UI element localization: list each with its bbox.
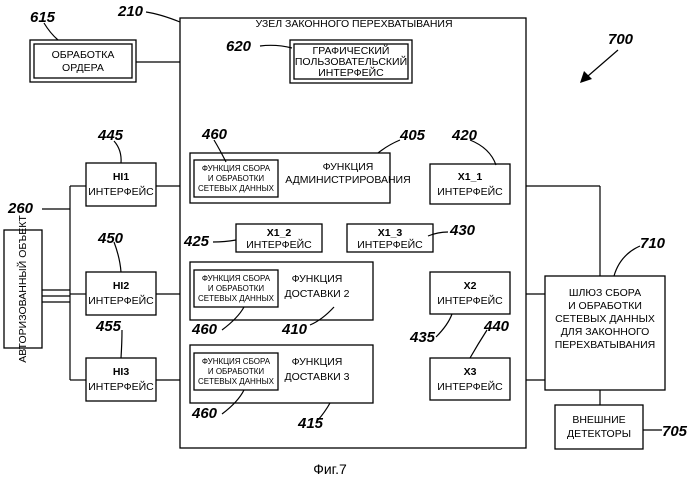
order-processing-box: ОБРАБОТКА ОРДЕРА (30, 40, 136, 82)
x3-label: ИНТЕРФЕЙС (437, 380, 503, 393)
arrow-700 (580, 50, 618, 83)
gui-box: ГРАФИЧЕСКИЙ ПОЛЬЗОВАТЕЛЬСКИЙ ИНТЕРФЕЙС (290, 40, 412, 83)
x1-1-label: ИНТЕРФЕЙС (437, 185, 503, 198)
delivery3-function-box: ФУНКЦИЯ ДОСТАВКИ 3 ФУНКЦИЯ СБОРА И ОБРАБ… (190, 345, 373, 403)
delivery2-function-box: ФУНКЦИЯ ДОСТАВКИ 2 ФУНКЦИЯ СБОРА И ОБРАБ… (190, 262, 373, 320)
gateway-line-1: ШЛЮЗ СБОРА (569, 287, 641, 299)
delivery3-line-2: ДОСТАВКИ 3 (284, 371, 349, 383)
ref-450: 450 (97, 230, 124, 247)
x2-label: ИНТЕРФЕЙС (437, 294, 503, 307)
hi1-interface-box: HI1 ИНТЕРФЕЙС (86, 163, 156, 206)
collect2-line-1: ФУНКЦИЯ СБОРА (202, 274, 271, 283)
ref-425: 425 (183, 233, 210, 250)
ref-615: 615 (30, 9, 56, 26)
x1-3-name: X1_3 (378, 227, 403, 239)
collect1-line-2: И ОБРАБОТКИ (208, 174, 265, 183)
delivery2-line-1: ФУНКЦИЯ (292, 273, 343, 285)
hi2-name: HI2 (113, 280, 130, 292)
x1-3-label: ИНТЕРФЕЙС (357, 238, 423, 251)
ref-460-delivery2: 460 (191, 321, 218, 338)
gateway-line-2: И ОБРАБОТКИ (568, 300, 642, 312)
external-detectors-box: ВНЕШНИЕ ДЕТЕКТОРЫ (555, 405, 643, 449)
order-line-2: ОРДЕРА (62, 62, 104, 74)
ref-460-admin: 460 (201, 126, 228, 143)
admin-function-box: ФУНКЦИЯ АДМИНИСТРИРОВАНИЯ ФУНКЦИЯ СБОРА … (190, 153, 411, 203)
ref-415: 415 (297, 415, 324, 432)
x3-interface-box: X3 ИНТЕРФЕЙС (430, 358, 510, 400)
hi3-label: ИНТЕРФЕЙС (88, 380, 154, 393)
admin-line-1: ФУНКЦИЯ (323, 161, 374, 173)
x1-3-interface-box: X1_3 ИНТЕРФЕЙС (347, 224, 433, 252)
x1-2-name: X1_2 (267, 227, 292, 239)
detectors-line-1: ВНЕШНИЕ (572, 414, 625, 426)
collect1-line-1: ФУНКЦИЯ СБОРА (202, 164, 271, 173)
ref-710: 710 (640, 235, 666, 252)
hi2-label: ИНТЕРФЕЙС (88, 294, 154, 307)
gateway-line-5: ПЕРЕХВАТЫВАНИЯ (555, 339, 655, 351)
admin-line-2: АДМИНИСТРИРОВАНИЯ (285, 174, 410, 186)
hi3-name: HI3 (113, 366, 130, 378)
collect3-line-2: И ОБРАБОТКИ (208, 367, 265, 376)
hi1-name: HI1 (113, 171, 130, 183)
ref-620: 620 (226, 38, 252, 55)
hi1-label: ИНТЕРФЕЙС (88, 185, 154, 198)
x3-name: X3 (464, 366, 477, 378)
order-line-1: ОБРАБОТКА (52, 49, 115, 61)
ref-405: 405 (399, 127, 426, 144)
ref-445: 445 (97, 127, 124, 144)
x1-1-name: X1_1 (458, 171, 483, 183)
ref-210: 210 (117, 3, 144, 20)
ref-260: 260 (7, 200, 34, 217)
ref-440: 440 (483, 318, 510, 335)
ref-455: 455 (95, 318, 122, 335)
authorized-object-label: АВТОРИЗОВАННЫЙ ОБЪЕКТ (16, 215, 29, 363)
gui-line-3: ИНТЕРФЕЙС (318, 66, 384, 79)
ref-430: 430 (449, 222, 476, 239)
interception-node-title: УЗЕЛ ЗАКОННОГО ПЕРЕХВАТЫВАНИЯ (255, 18, 452, 30)
figure-caption: Фиг.7 (313, 461, 347, 477)
collect3-line-3: СЕТЕВЫХ ДАННЫХ (198, 377, 275, 386)
x2-name: X2 (464, 280, 477, 292)
collect3-line-1: ФУНКЦИЯ СБОРА (202, 357, 271, 366)
gateway-line-4: ДЛЯ ЗАКОННОГО (561, 326, 650, 338)
x2-interface-box: X2 ИНТЕРФЕЙС (430, 272, 510, 314)
collect2-line-2: И ОБРАБОТКИ (208, 284, 265, 293)
ref-700: 700 (608, 31, 634, 48)
collect2-line-3: СЕТЕВЫХ ДАННЫХ (198, 294, 275, 303)
hi3-interface-box: HI3 ИНТЕРФЕЙС (86, 358, 156, 401)
authorized-object-box: АВТОРИЗОВАННЫЙ ОБЪЕКТ (4, 215, 42, 363)
ref-435: 435 (409, 329, 436, 346)
collect1-line-3: СЕТЕВЫХ ДАННЫХ (198, 184, 275, 193)
hi2-interface-box: HI2 ИНТЕРФЕЙС (86, 272, 156, 315)
gateway-line-3: СЕТЕВЫХ ДАННЫХ (555, 313, 655, 325)
x1-2-label: ИНТЕРФЕЙС (246, 238, 312, 251)
delivery3-line-1: ФУНКЦИЯ (292, 356, 343, 368)
x1-2-interface-box: X1_2 ИНТЕРФЕЙС (236, 224, 322, 252)
ref-420: 420 (451, 127, 478, 144)
x1-1-interface-box: X1_1 ИНТЕРФЕЙС (430, 164, 510, 204)
ref-705: 705 (662, 423, 688, 440)
ref-460-delivery3: 460 (191, 405, 218, 422)
detectors-line-2: ДЕТЕКТОРЫ (567, 428, 631, 440)
ref-410: 410 (281, 321, 308, 338)
delivery2-line-2: ДОСТАВКИ 2 (284, 288, 349, 300)
gateway-box: ШЛЮЗ СБОРА И ОБРАБОТКИ СЕТЕВЫХ ДАННЫХ ДЛ… (545, 276, 665, 390)
